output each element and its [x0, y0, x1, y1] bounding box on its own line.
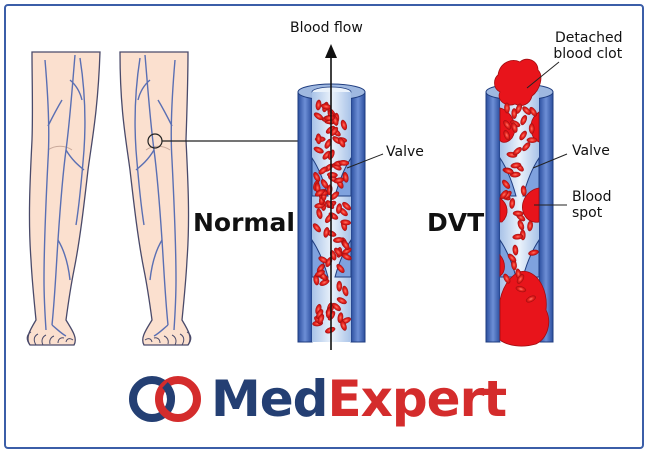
- blood-cell: [512, 210, 524, 217]
- blood-cell: [510, 162, 522, 169]
- blood-cell: [519, 130, 527, 141]
- blood-cell: [342, 285, 349, 297]
- blood-cell: [526, 137, 538, 143]
- left-leg-veins: [43, 54, 86, 337]
- blood-cell: [338, 137, 346, 148]
- valve-pointer-dvt: [532, 153, 568, 169]
- logo-rings-icon: [129, 376, 201, 422]
- blood-cell: [503, 130, 511, 141]
- blood-cell: [507, 253, 517, 263]
- blood-cell: [528, 249, 539, 256]
- blood-cell: [512, 147, 522, 156]
- blood-cell: [515, 286, 527, 293]
- blood-cell: [333, 237, 344, 243]
- blood-cell: [520, 115, 528, 126]
- blood-cell: [315, 133, 322, 145]
- blood-cell: [336, 280, 343, 292]
- blood-cell: [317, 313, 325, 325]
- blood-cell: [332, 302, 341, 312]
- blood-cell: [325, 200, 335, 210]
- blood-cell: [342, 201, 352, 211]
- valve-label-normal: Valve: [386, 144, 424, 160]
- normal-blood-cells: [312, 99, 352, 334]
- detached-clot-label: Detached blood clot: [553, 30, 623, 62]
- blood-cell: [512, 244, 519, 256]
- blood-cell: [520, 185, 527, 197]
- blood-cell: [324, 115, 335, 121]
- blood-cell: [336, 297, 347, 305]
- blood-cell: [333, 177, 345, 184]
- blood-cell: [314, 189, 325, 197]
- blood-cell: [313, 146, 324, 154]
- logo-text-expert: Expert: [327, 370, 507, 428]
- blood-cell: [341, 253, 352, 261]
- blood-cell: [509, 198, 516, 209]
- right-leg-veins: [134, 54, 177, 337]
- normal-heading: Normal: [193, 208, 295, 237]
- dvt-vessel: [485, 58, 554, 347]
- blood-cell: [323, 227, 330, 238]
- detached-clot-pointer: [526, 61, 560, 89]
- blood-cell: [340, 119, 348, 131]
- blood-cell: [499, 189, 509, 200]
- blood-cell: [338, 160, 350, 166]
- blood-cell: [314, 269, 325, 277]
- blood-cell: [512, 233, 524, 240]
- detached-clot-line1: Detached: [555, 30, 623, 46]
- left-leg: [27, 51, 101, 346]
- valve-pointer-normal: [346, 153, 384, 169]
- blood-cell: [313, 112, 324, 121]
- legs-illustration: [26, 51, 300, 346]
- dvt-blood-cells: [499, 102, 539, 303]
- blood-cell: [528, 123, 535, 134]
- valve-label-dvt: Valve: [572, 143, 610, 159]
- blood-cell: [336, 263, 345, 274]
- blood-flow-arrow: [325, 44, 337, 350]
- detached-clot: [494, 58, 542, 106]
- detached-clot-line2: blood clot: [553, 46, 623, 62]
- blood-cell: [516, 274, 525, 284]
- blood-cell: [318, 166, 328, 175]
- blood-cell: [511, 122, 518, 133]
- blood-cell: [337, 312, 344, 324]
- blood-spot: [522, 187, 540, 223]
- dvt-clots: [494, 58, 550, 347]
- blood-cell: [522, 142, 531, 152]
- blood-cell: [340, 219, 352, 226]
- blood-cell: [511, 108, 518, 119]
- blood-cell: [316, 208, 323, 220]
- blood-cell: [342, 240, 350, 250]
- blood-cell: [503, 167, 514, 175]
- blood-spot-line2: spot: [572, 205, 603, 221]
- image-border: [4, 4, 644, 449]
- logo-text-med: Med: [211, 370, 328, 428]
- right-leg: [119, 51, 191, 346]
- blood-spot-line1: Blood: [572, 189, 612, 205]
- blood-cell: [522, 106, 531, 115]
- blood-cell: [504, 102, 510, 114]
- blood-flow-label: Blood flow: [290, 20, 363, 36]
- blood-cell: [527, 220, 533, 232]
- blood-cell: [340, 320, 347, 331]
- blood-cell: [502, 179, 511, 189]
- blood-cell: [503, 273, 511, 284]
- blood-cell: [312, 223, 321, 233]
- blood-cell: [336, 203, 342, 214]
- blood-cell: [525, 295, 536, 303]
- blood-cell: [503, 120, 512, 130]
- blood-cell: [327, 172, 338, 178]
- blood-cell: [320, 179, 329, 189]
- blood-cell: [334, 247, 343, 257]
- dvt-heading: DVT: [427, 208, 485, 237]
- blood-spot-label: Blood spot: [572, 189, 612, 221]
